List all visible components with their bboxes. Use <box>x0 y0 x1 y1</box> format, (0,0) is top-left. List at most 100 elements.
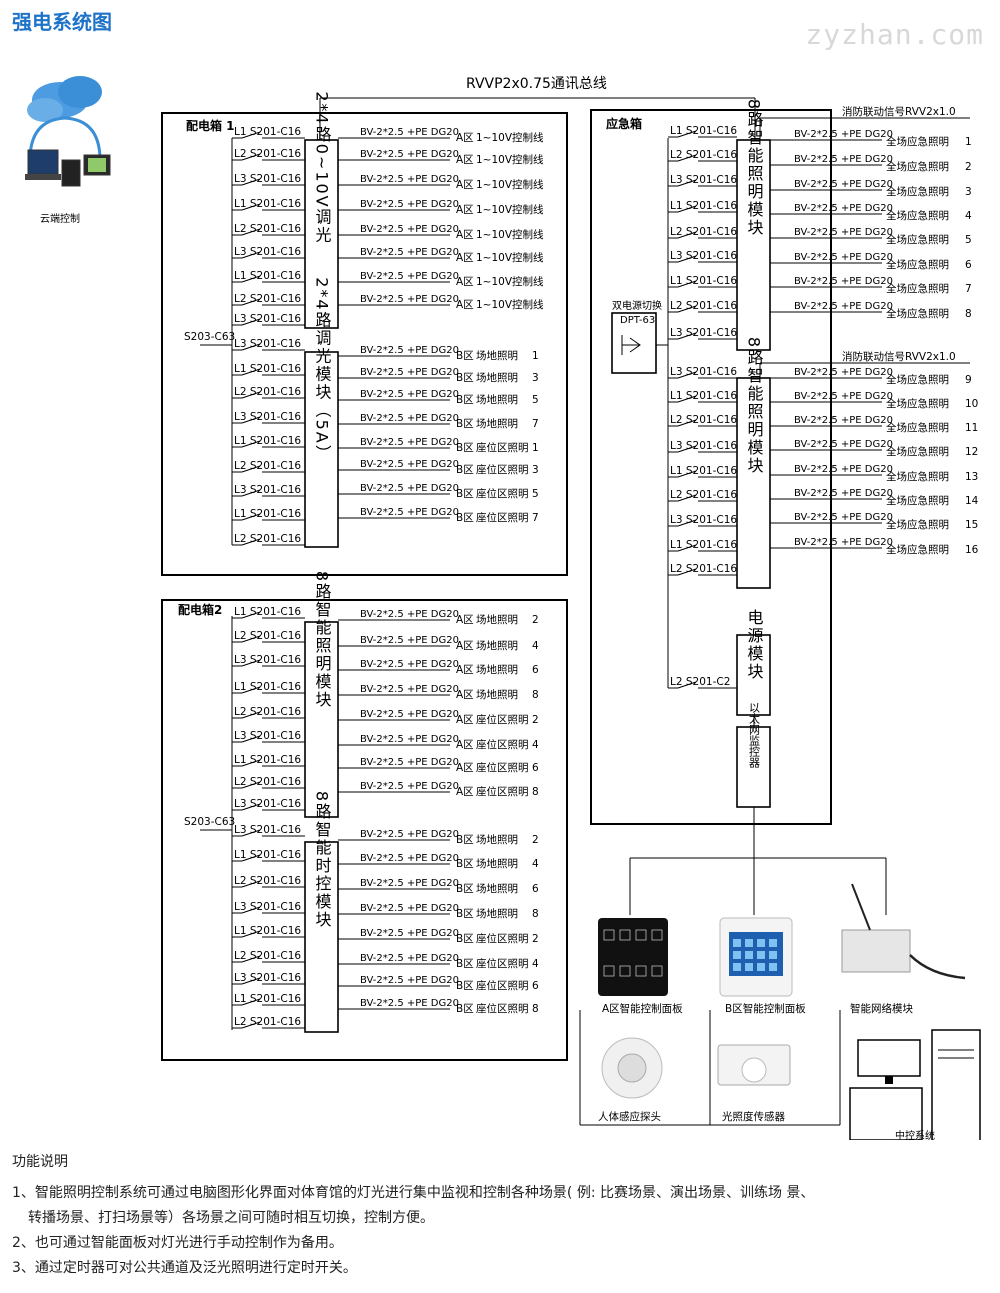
central-system-device <box>849 1029 981 1140</box>
zone-label: B区 <box>456 464 474 476</box>
zone-label: A区 <box>456 714 474 726</box>
box2-module-b-label: 8路智能时控模块 <box>313 791 332 929</box>
circuit-desc: 座位区照明 <box>476 713 529 726</box>
circuit-desc: 1~10V控制线 <box>476 251 544 264</box>
breaker-label: L2 S201-C16 <box>234 293 301 305</box>
network-module-label: 智能网络模块 <box>850 1002 913 1015</box>
system-diagram: 云端控制 RVVP2x0.75通讯总线 配电箱 1S203-C632*4路0~1… <box>25 76 981 1140</box>
box1-breaker-row: L1 S201-C16 <box>232 508 305 521</box>
circuit-desc: 全场应急照明 <box>886 135 949 148</box>
breaker-label: L1 S201-C16 <box>234 925 301 937</box>
cable-spec: BV-2*2.5 +PE DG20 <box>360 781 459 792</box>
breaker-label: L3 S201-C16 <box>670 327 737 339</box>
cloud-control-label: 云端控制 <box>40 212 80 225</box>
box2-module-a-label: 8路智能照明模块 <box>313 571 332 709</box>
zone-label: B区 <box>456 512 474 524</box>
circuit-number: 12 <box>965 446 978 458</box>
cable-spec: BV-2*2.5 +PE DG20 <box>794 129 893 140</box>
box1-breaker-row: L3 S201-C16 <box>232 173 305 186</box>
box2-breaker-row: L2 S201-C16 <box>232 950 305 963</box>
breaker-label: L3 S201-C16 <box>234 313 301 325</box>
zone-label: A区 <box>456 640 474 652</box>
box1-breaker-row: L3 S201-C16 <box>232 411 305 424</box>
circuit-desc: 场地照明 <box>476 857 518 870</box>
breaker-label: L1 S201-C16 <box>670 465 737 477</box>
breaker-label: L2 S201-C16 <box>234 533 301 545</box>
cable-spec: BV-2*2.5 +PE DG20 <box>794 154 893 165</box>
circuit-desc: 座位区照明 <box>476 957 529 970</box>
box1-module-a-label: 2*4路0~10V调光 <box>313 91 332 244</box>
cable-spec: BV-2*2.5 +PE DG20 <box>360 367 459 378</box>
cable-spec: BV-2*2.5 +PE DG20 <box>794 537 893 548</box>
zone-label: A区 <box>456 154 474 166</box>
function-item-1: 1、智能照明控制系统可通过电脑图形化界面对体育馆的灯光进行集中监视和控制各种场景… <box>12 1185 815 1201</box>
box2-title: 配电箱2 <box>178 602 222 617</box>
breaker-label: L2 S201-C16 <box>234 1016 301 1028</box>
box1-breaker-row: L2 S201-C16 <box>232 293 305 306</box>
circuit-desc: 场地照明 <box>476 882 518 895</box>
zone-label: A区 <box>456 204 474 216</box>
emergency-breaker-row: L3 S201-C16 <box>668 366 737 379</box>
circuit-desc: 全场应急照明 <box>886 543 949 556</box>
cable-spec: BV-2*2.5 +PE DG20 <box>794 179 893 190</box>
zone-label: B区 <box>456 908 474 920</box>
breaker-label: L1 S201-C16 <box>670 125 737 137</box>
zone-label: B区 <box>456 858 474 870</box>
breaker-label: L3 S201-C16 <box>234 484 301 496</box>
circuit-desc: 场地照明 <box>476 417 518 430</box>
zone-label: A区 <box>456 276 474 288</box>
breaker-label: L2 S201-C2 <box>670 676 730 688</box>
breaker-label: L2 S201-C16 <box>234 223 301 235</box>
zone-label: B区 <box>456 958 474 970</box>
emergency-module-a <box>736 139 771 351</box>
breaker-label: L3 S201-C16 <box>234 246 301 258</box>
breaker-label: L3 S201-C16 <box>234 654 301 666</box>
circuit-desc: 座位区照明 <box>476 785 529 798</box>
function-item-3: 3、通过定时器可对公共通道及泛光照明进行定时开关。 <box>12 1260 357 1276</box>
dual-power-model: DPT-63 <box>620 315 655 326</box>
emergency-breaker-row: L1 S201-C16 <box>668 539 737 552</box>
circuit-number: 1 <box>532 350 539 362</box>
cable-spec: BV-2*2.5 +PE DG20 <box>794 301 893 312</box>
circuit-desc: 1~10V控制线 <box>476 275 544 288</box>
cable-spec: BV-2*2.5 +PE DG20 <box>360 709 459 720</box>
circuit-desc: 场地照明 <box>476 371 518 384</box>
fire-signal-label-1: 消防联动信号RVV2x1.0 <box>842 105 956 118</box>
zone-label: B区 <box>456 372 474 384</box>
breaker-label: L2 S201-C16 <box>234 386 301 398</box>
cable-spec: BV-2*2.5 +PE DG20 <box>360 389 459 400</box>
page-title: 强电系统图 <box>12 10 112 34</box>
zone-label: A区 <box>456 689 474 701</box>
zone-label: A区 <box>456 664 474 676</box>
circuit-number: 4 <box>532 739 539 751</box>
circuit-number: 6 <box>532 762 539 774</box>
breaker-label: L1 S201-C16 <box>234 270 301 282</box>
box1-title: 配电箱 1 <box>186 118 235 133</box>
breaker-label: L3 S201-C16 <box>670 366 737 378</box>
circuit-desc: 座位区照明 <box>476 932 529 945</box>
box1-breaker-row: L1 S201-C16 <box>232 270 305 283</box>
circuit-number: 6 <box>532 664 539 676</box>
power-module <box>736 634 771 716</box>
circuit-number: 15 <box>965 519 978 531</box>
box1-breaker-row: L1 S201-C16 <box>232 435 305 448</box>
lux-label: 光照度传感器 <box>722 1110 785 1123</box>
circuit-number: 7 <box>532 512 539 524</box>
box2-breaker-row: L2 S201-C16 <box>232 776 305 789</box>
circuit-number: 1 <box>965 136 972 148</box>
